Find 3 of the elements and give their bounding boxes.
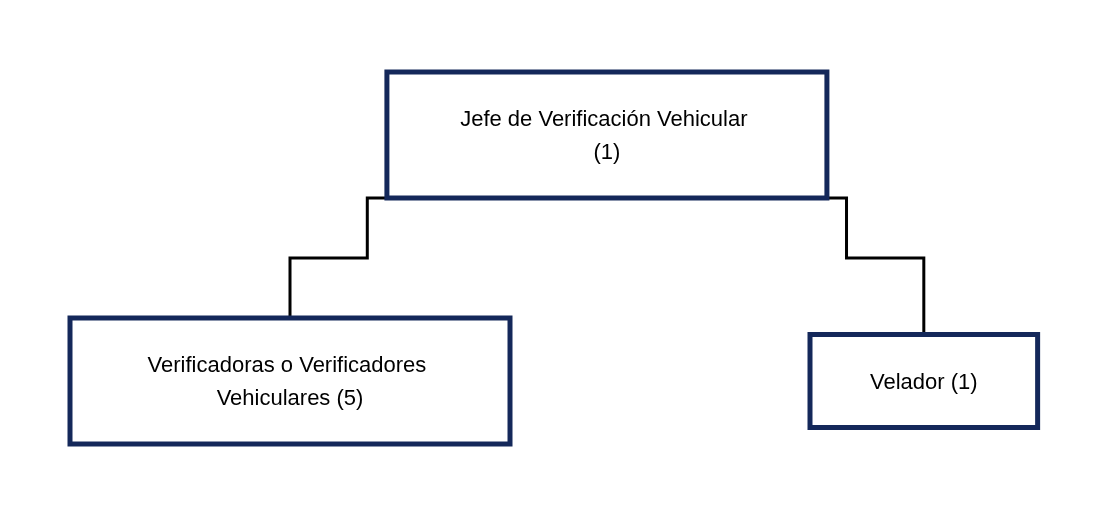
node-box: Velador (1)	[807, 332, 1040, 430]
node-box: Jefe de Verificación Vehicular (1)	[384, 69, 830, 201]
node-box: Verificadoras o Verificadores Vehiculares (5)	[67, 315, 513, 447]
